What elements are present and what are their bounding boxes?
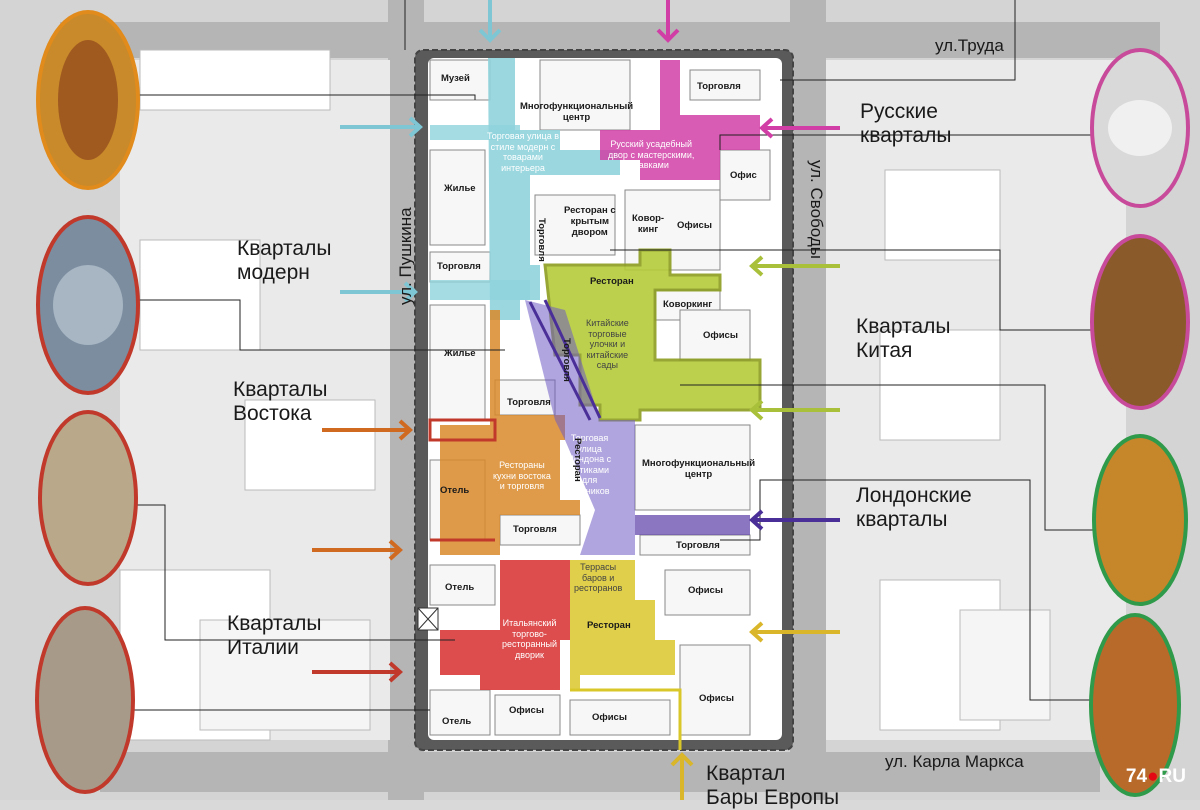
logo-suffix: RU [1158, 766, 1186, 787]
block-trade-low: Торговля [513, 524, 557, 535]
photo-circles [35, 10, 1190, 797]
street-bottom: ул. Карла Маркса [885, 752, 1024, 771]
block-museum: Музей [441, 73, 470, 84]
block-italy-yard: Итальянский торгово- ресторанный дворик [502, 618, 557, 660]
block-housing-mid: Жилье [444, 348, 476, 359]
block-restaurant-china: Ресторан [590, 276, 634, 287]
block-trade-left: Торговля [437, 261, 481, 272]
block-trade-mid: Торговля [507, 397, 551, 408]
block-offices-4: Офисы [699, 693, 734, 704]
zone-yellow [570, 560, 682, 750]
road-right [790, 0, 826, 800]
district-london: Лондонские кварталы [856, 484, 972, 531]
block-terraces: Террасы баров и ресторанов [574, 562, 623, 593]
site-logo: 74●RU [1126, 766, 1186, 788]
block-offices-3: Офисы [688, 585, 723, 596]
zone-london [525, 299, 750, 555]
block-coworking: Коворкинг [663, 299, 713, 310]
district-china: Кварталы Китая [856, 315, 951, 362]
block-offices-6: Офисы [592, 712, 627, 723]
block-modern-street: Торговая улица в стиле модерн с товарами… [487, 131, 559, 173]
block-multi-mid: Многофункциональный центр [642, 458, 756, 480]
block-trade-right: Торговля [676, 540, 720, 551]
block-trade-vertical: Торговля [536, 218, 547, 262]
zone-italy [440, 560, 570, 690]
street-right: ул. Свободы [807, 160, 826, 260]
logo-number: 74 [1125, 766, 1148, 787]
block-offices-5: Офисы [509, 705, 544, 716]
block-london-street: Торговая улица Лондона с бутиками для мо… [568, 433, 612, 496]
block-multi-top: Многофункциональный центр [520, 101, 634, 123]
street-left: ул. Пушкина [396, 207, 415, 305]
district-paris: Квартал Бары Европы [706, 762, 840, 809]
district-east: Кварталы Востока [233, 378, 328, 425]
block-restaurant-vert: Ресторан [572, 438, 583, 482]
block-restaurant-low: Ресторан [587, 620, 631, 631]
block-china-streets: Китайские торговые улочки и китайские са… [586, 318, 629, 370]
block-restaurant-covered: Ресторан с крытым двором [564, 205, 616, 238]
zone-east [428, 310, 580, 555]
arrows [312, 0, 840, 800]
block-offices-1: Офисы [677, 220, 712, 231]
block-hotel-2: Отель [445, 582, 475, 593]
block-offices-2: Офисы [703, 330, 738, 341]
block-hotel-1: Отель [440, 485, 470, 496]
logo-dot: ● [1147, 766, 1159, 787]
block-hotel-3: Отель [442, 716, 472, 727]
zone-modern [430, 58, 620, 320]
block-office-small: Офис [730, 170, 757, 181]
block-trade-diag: Торговля [561, 338, 572, 382]
district-italy: Кварталы Италии [227, 612, 322, 659]
street-top: ул.Труда [935, 36, 1004, 55]
block-housing-top: Жилье [444, 183, 476, 194]
block-trade-top: Торговля [697, 81, 741, 92]
district-modern: Кварталы модерн [237, 237, 332, 284]
block-coworking-small: Ковор- кинг [632, 213, 665, 235]
block-russian-yard: Русский усадебный двор с мастерскими, ла… [608, 139, 695, 170]
block-east-restaurants: Рестораны кухни востока и торговля [493, 460, 551, 491]
road-bottom [100, 752, 1100, 792]
district-russian: Русские кварталы [860, 100, 952, 147]
